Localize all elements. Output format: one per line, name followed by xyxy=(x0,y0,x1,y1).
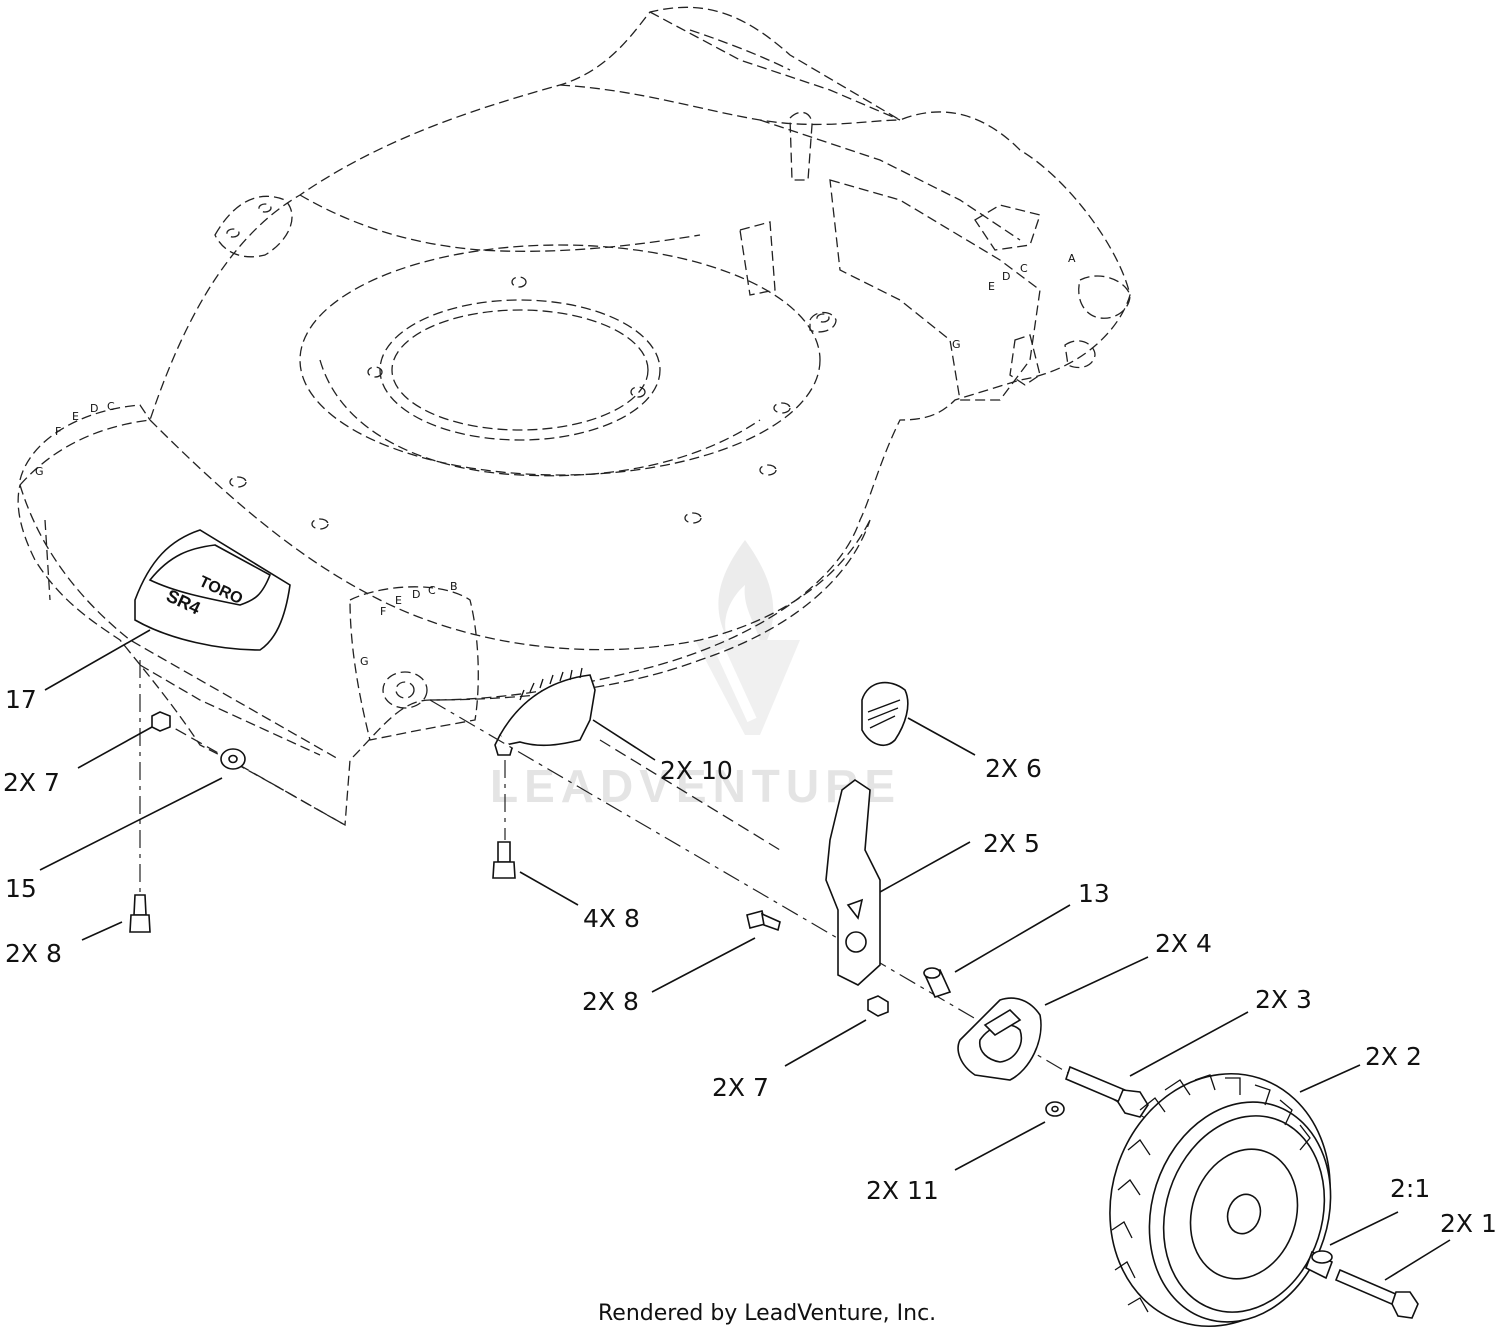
leader-2x7-mid xyxy=(784,1019,867,1067)
leader-15 xyxy=(39,777,223,871)
callout-2x5: 2X 5 xyxy=(983,829,1040,858)
height-lever xyxy=(825,681,909,986)
height-letter: F xyxy=(55,425,61,438)
leader-2x4 xyxy=(1044,956,1149,1006)
height-letter: A xyxy=(1068,252,1076,265)
lever-arm xyxy=(825,779,881,986)
callout-17: 17 xyxy=(5,685,37,714)
callout-15: 15 xyxy=(5,874,37,903)
height-letter: D xyxy=(90,402,98,415)
height-letter: C xyxy=(428,584,436,597)
height-letter: F xyxy=(380,605,386,618)
wheel xyxy=(1109,1072,1332,1328)
height-letter: G xyxy=(360,655,369,668)
decal: TORO SR4 xyxy=(134,529,291,651)
bolt-mid xyxy=(497,841,511,863)
watermark: LEADVENTURE xyxy=(490,540,901,812)
callout-2x7-left: 2X 7 xyxy=(3,768,60,797)
callout-2x2: 2X 2 xyxy=(1365,1042,1422,1071)
leader-2x1 xyxy=(1384,1239,1451,1281)
bolt-left xyxy=(133,894,147,916)
leader-lines xyxy=(39,629,1451,1281)
wheel-tread xyxy=(1111,1074,1311,1313)
callout-2x8-left: 2X 8 xyxy=(5,939,62,968)
callout-2x1: 2X 1 xyxy=(1440,1209,1497,1238)
watermark-logo xyxy=(695,540,800,735)
callout-2x10: 2X 10 xyxy=(660,756,733,785)
height-letter: E xyxy=(395,594,402,607)
callout-labels: 17 2X 7 15 2X 8 4X 8 2X 10 2X 6 2X 5 13 … xyxy=(3,685,1497,1238)
leader-2x6 xyxy=(907,717,976,756)
callout-2x7-mid: 2X 7 xyxy=(712,1073,769,1102)
leader-2x7-left xyxy=(77,726,153,769)
lever-bolt xyxy=(746,910,781,932)
leader-2x8-mid xyxy=(651,937,756,993)
height-letter: D xyxy=(412,588,420,601)
leader-17 xyxy=(44,629,151,691)
callout-2x4: 2X 4 xyxy=(1155,929,1212,958)
callout-4x8: 4X 8 xyxy=(583,904,640,933)
callout-2x11: 2X 11 xyxy=(866,1176,939,1205)
height-letter: C xyxy=(1020,262,1028,275)
leader-2x5 xyxy=(879,841,971,893)
height-letter: G xyxy=(35,465,44,478)
footer-credit: Rendered by LeadVenture, Inc. xyxy=(598,1301,936,1326)
hex-nut-mid xyxy=(867,995,889,1017)
leader-2-1 xyxy=(1329,1211,1399,1246)
shoulder-bolt xyxy=(1065,1065,1149,1118)
height-letter: E xyxy=(72,410,79,423)
height-letter: B xyxy=(450,580,458,593)
wheel-bracket xyxy=(957,997,1042,1081)
height-letter: D xyxy=(1002,270,1010,283)
height-letter: C xyxy=(107,400,115,413)
height-letter: E xyxy=(988,280,995,293)
callout-2x6: 2X 6 xyxy=(985,754,1042,783)
height-letters-rear: G E D C A xyxy=(952,252,1076,351)
leader-4x8 xyxy=(519,871,579,906)
leader-2x2 xyxy=(1299,1064,1361,1093)
deck-bolt-holes xyxy=(226,203,830,530)
callout-13: 13 xyxy=(1078,879,1110,908)
height-adjust-bracket xyxy=(492,667,596,879)
leader-2x11 xyxy=(954,1121,1046,1171)
height-letter: G xyxy=(952,338,961,351)
leader-2x10 xyxy=(592,719,656,761)
hex-nut-left xyxy=(151,711,171,732)
wheel-bushing xyxy=(1304,1250,1334,1280)
wheel-bolt xyxy=(1334,1268,1419,1319)
axle-center-line xyxy=(429,699,1201,1151)
leader-2x3 xyxy=(1129,1011,1249,1077)
callout-2x3: 2X 3 xyxy=(1255,985,1312,1014)
leader-13 xyxy=(954,904,1071,973)
height-letters-front: G F E D C B G F E D C xyxy=(35,400,458,668)
callout-2-1: 2:1 xyxy=(1390,1174,1430,1203)
callout-2x8-mid: 2X 8 xyxy=(582,987,639,1016)
leader-2x8-left xyxy=(81,921,123,941)
left-hardware xyxy=(129,660,346,933)
spacer xyxy=(923,967,952,998)
watermark-text: LEADVENTURE xyxy=(490,760,901,812)
